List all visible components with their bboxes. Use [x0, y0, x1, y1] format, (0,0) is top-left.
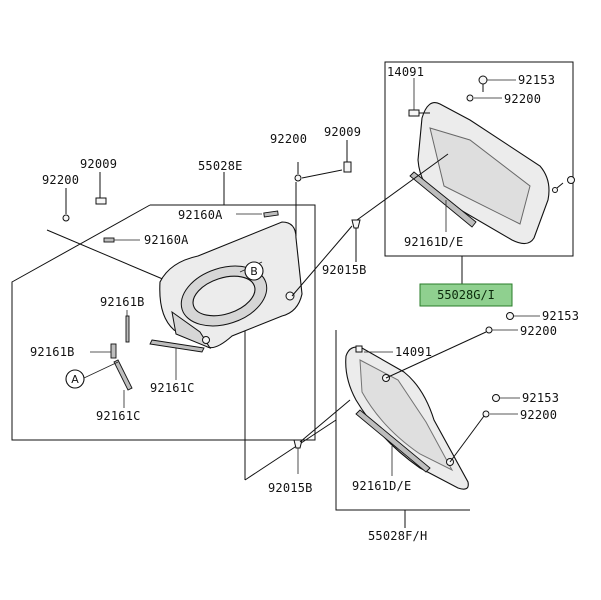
grommet-92015b-mid: [351, 219, 361, 229]
main-frame: [11, 204, 316, 441]
label-92009-mid: 92009: [324, 125, 361, 139]
bolt-92153-low: [492, 394, 500, 402]
svg-text:A: A: [71, 373, 79, 386]
clip-92160a-top: [263, 210, 279, 218]
main-frame-guide: [46, 229, 166, 281]
clip-92160a-left: [103, 237, 115, 243]
bolt-92153-right: [506, 312, 514, 320]
meter-inner: [192, 275, 256, 317]
washer-92200-left: [62, 214, 70, 222]
link-92015b-mid-up: [356, 153, 449, 221]
grommet-main-bottom: [202, 336, 210, 344]
grommet-main-right: [285, 291, 295, 301]
label-92200-right: 92200: [520, 324, 557, 338]
label-92200-left: 92200: [42, 173, 79, 187]
label-92161c-2: 92161C: [96, 409, 141, 423]
bolt-14091-bottom: [355, 345, 363, 353]
leader-callout-a: [83, 361, 119, 379]
link-92200-right: [385, 331, 487, 379]
label-92161c-1: 92161C: [150, 381, 195, 395]
label-92153-low: 92153: [522, 391, 559, 405]
washer-92200-right: [485, 326, 493, 334]
link-92200-low: [449, 415, 485, 463]
main-frame-diag-bottom: [244, 419, 337, 481]
meter-cover-side: [171, 310, 212, 350]
link-92200-mid: [301, 169, 343, 179]
seal-strip-upper: [409, 171, 477, 228]
seal-strip-lower: [355, 409, 431, 473]
link-92015b-mid-main: [291, 225, 353, 297]
label-92161de-top: 92161D/E: [404, 235, 463, 249]
label-92015b-mid: 92015B: [322, 263, 367, 277]
label-92153-right: 92153: [542, 309, 579, 323]
label-92160a-2: 92160A: [144, 233, 189, 247]
washer-92200-low: [482, 410, 490, 418]
strip-92161b-2: [110, 343, 117, 359]
group-bracket-55028fh: [335, 330, 470, 511]
label-14091-top: 14091: [387, 65, 424, 79]
group-bracket-55028gi: [384, 61, 574, 257]
label-92161b-1: 92161B: [100, 295, 145, 309]
label-92153-top: 92153: [518, 73, 555, 87]
callout-b: B: [244, 261, 264, 281]
label-55028gi: 55028G/I: [437, 288, 495, 302]
label-55028fh: 55028F/H: [368, 529, 427, 543]
label-92160a-1: 92160A: [178, 208, 223, 222]
label-92161de-bottom: 92161D/E: [352, 479, 411, 493]
label-92200-top: 92200: [504, 92, 541, 106]
label-92200-low: 92200: [520, 408, 557, 422]
link-92015b-bottom: [299, 399, 351, 443]
label-14091-bottom: 14091: [395, 345, 432, 359]
bolt-92009-left: [95, 190, 107, 205]
washer-upper-right: [552, 187, 558, 193]
washer-92200-mid: [294, 174, 302, 182]
strip-92161c-1: [149, 339, 205, 353]
label-55028e: 55028E: [198, 159, 243, 173]
windshield-upper-shade: [429, 127, 531, 225]
svg-text:B: B: [250, 265, 258, 278]
bolt-upper-right: [556, 176, 575, 189]
label-92009-left: 92009: [80, 157, 117, 171]
label-92200-mid: 92200: [270, 132, 307, 146]
label-92015b-bottom: 92015B: [268, 481, 313, 495]
strip-92161c-2: [113, 359, 133, 391]
label-92161b-2: 92161B: [30, 345, 75, 359]
washer-92200-top: [466, 94, 474, 102]
bolt-92009-mid: [343, 152, 352, 173]
strip-92161b: [125, 315, 130, 343]
highlight-55028gi[interactable]: 55028G/I: [419, 283, 513, 307]
bolt-92153-top: [478, 75, 488, 92]
callout-a: A: [65, 369, 85, 389]
